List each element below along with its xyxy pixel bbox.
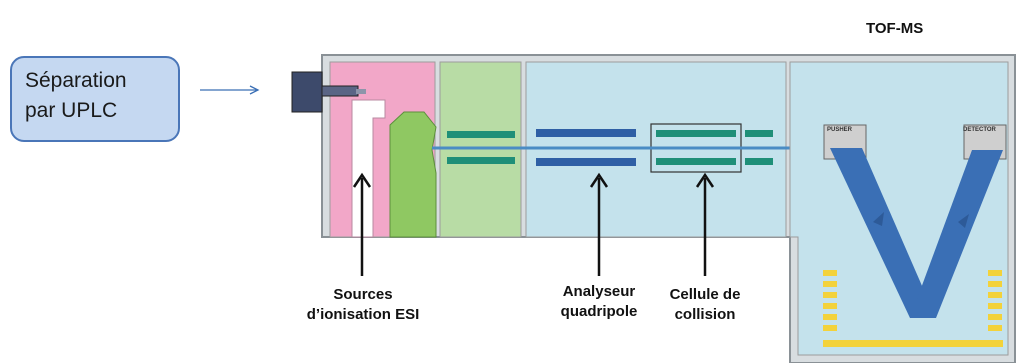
sources-label-line1: Sources [333,286,393,303]
transfer-rod-bottom [745,158,773,165]
collision-label-line2: collision [674,306,736,323]
esi-probe-needle [321,85,359,97]
reflectron-right-stack [988,270,1002,331]
quadrupole-rod-bottom [536,158,636,166]
input-arrow-head [249,85,260,95]
collision-label: Cellule de collision [650,285,760,325]
reflectron-left-stack [823,270,837,331]
collision-label-line1: Cellule de [669,286,741,303]
sources-arrow [352,172,372,276]
flight-path-chevron-left [873,212,884,226]
sources-label-line2: d’ionisation ESI [306,306,420,323]
sampling-cone [389,111,437,238]
separation-box: Séparation par UPLC [10,56,180,142]
separation-line2: par UPLC [25,99,118,122]
quadrupole-rod-top [536,129,636,137]
analyzer-label-line1: Analyseur [562,283,636,300]
flight-path-right-arm [910,150,1003,318]
flight-path-chevron-right [958,214,969,228]
ion-guide-rod-top [447,131,515,138]
source-channel [351,99,386,238]
tof-ms-label: TOF-MS [866,20,924,37]
esi-probe-tip [356,89,366,94]
esi-probe-body [291,71,323,113]
analyzer-label-line2: quadripole [560,303,638,320]
collision-rod-top [656,130,736,137]
collision-arrow [695,172,715,276]
reflectron-base-plate [823,340,1003,347]
sources-label: Sources d’ionisation ESI [293,285,433,325]
transfer-rod-top [745,130,773,137]
flight-path-left-arm [830,148,936,318]
analyzer-label: Analyseur quadripole [539,282,659,322]
pusher-label: PUSHER [827,127,853,133]
separation-line1: Séparation [25,69,127,92]
analyzer-arrow [589,172,609,276]
detector-label: DETECTOR [963,127,997,133]
ion-guide-rod-bottom [447,157,515,164]
collision-rod-bottom [656,158,736,165]
